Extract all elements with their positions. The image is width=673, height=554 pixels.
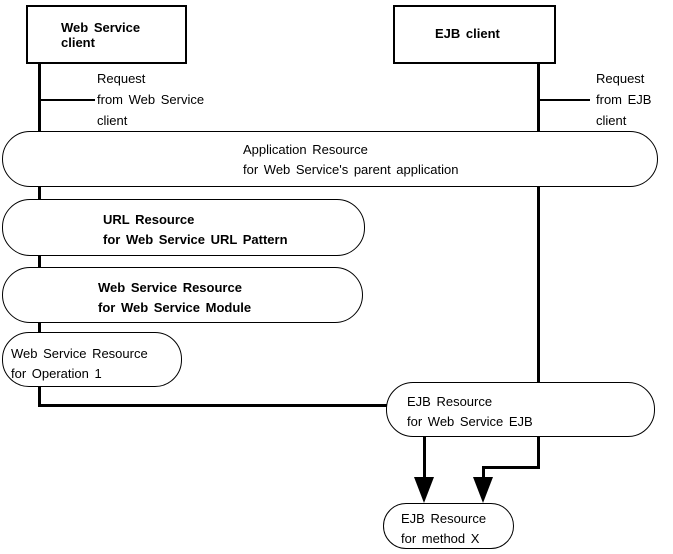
web-service-client-box: Web Service client [26, 5, 187, 64]
operation-to-ejb-connector [38, 404, 450, 407]
ejb-resource-stem [423, 420, 426, 478]
web-service-request-label: Request from Web Service client [97, 71, 205, 128]
ejb-resource-node: EJB Resource for Web Service EJB [386, 382, 655, 437]
ejb-client-box: EJB client [393, 5, 556, 64]
web-service-request-tick [41, 99, 95, 101]
url-resource-node: URL Resource for Web Service URL Pattern [2, 199, 365, 256]
arrowhead-down-right [473, 477, 493, 503]
method-resource-node: EJB Resource for method X [383, 503, 514, 549]
ejb-request-label: Request from EJB client [596, 71, 652, 128]
ejb-client-line [537, 64, 540, 468]
arrowhead-down-left [414, 477, 434, 503]
web-service-module-resource-node: Web Service Resource for Web Service Mod… [2, 267, 363, 323]
operation-resource-node: Web Service Resource for Operation 1 [2, 332, 182, 387]
ejb-request-tick [540, 99, 590, 101]
ejb-elbow-horizontal [482, 466, 540, 469]
application-resource-node: Application Resource for Web Service's p… [2, 131, 658, 187]
ejb-elbow-vertical [482, 466, 485, 478]
